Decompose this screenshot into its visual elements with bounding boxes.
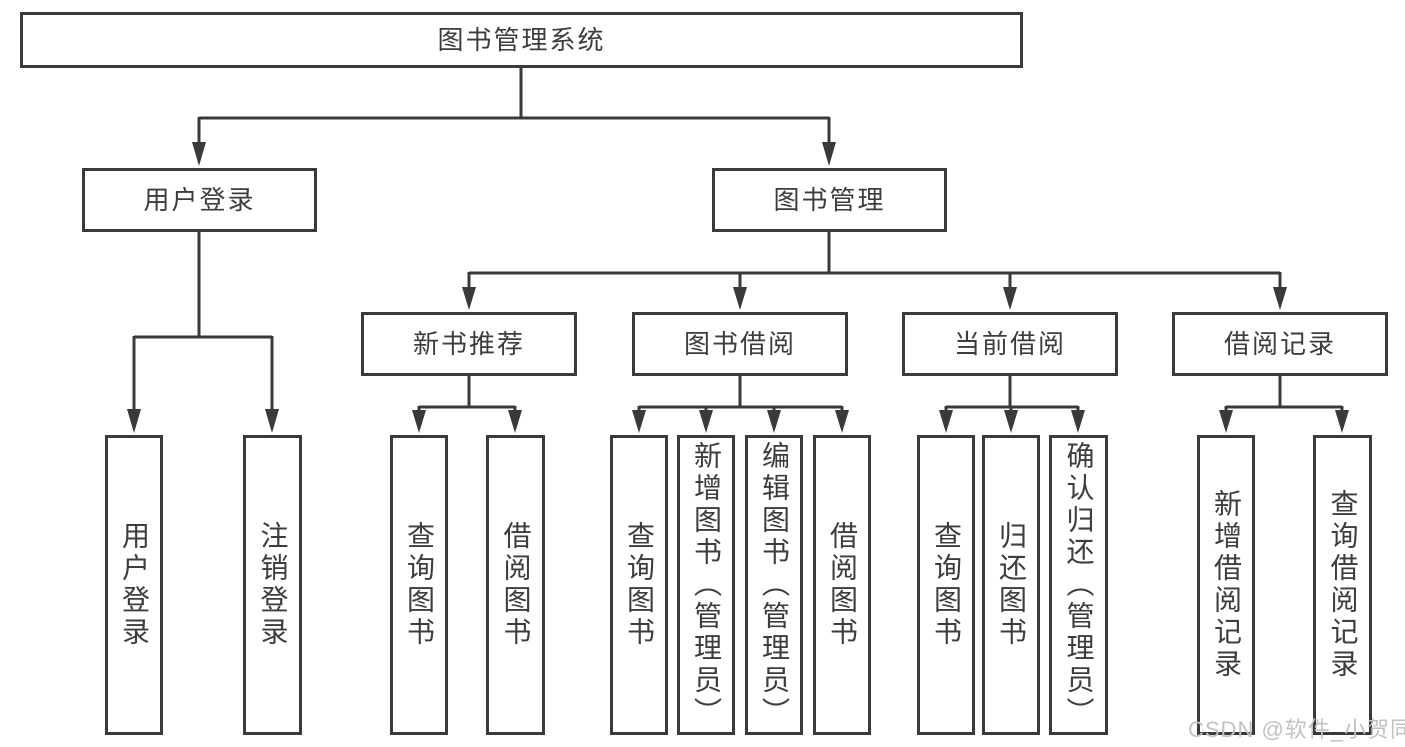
csdn-watermark: CSDN @软件_小贺同学 bbox=[1188, 717, 1405, 742]
node-bb-add-book-admin: 新增图书（管理员） bbox=[677, 435, 735, 735]
node-current-borrowing: 当前借阅 bbox=[902, 312, 1118, 376]
arrowheads bbox=[127, 142, 1349, 433]
node-bb-query-book: 查询图书 bbox=[610, 435, 668, 735]
node-cb-query-book: 查询图书 bbox=[917, 435, 975, 735]
node-rec-borrow-book: 借阅图书 bbox=[486, 435, 545, 735]
node-bb-edit-book-admin-label: 编辑图书（管理员） bbox=[759, 441, 790, 729]
node-br-query-record-label: 查询借阅记录 bbox=[1327, 489, 1359, 681]
node-logout-leaf-label: 注销登录 bbox=[257, 521, 289, 649]
node-borrowing-records: 借阅记录 bbox=[1172, 312, 1388, 376]
node-cb-return-book: 归还图书 bbox=[982, 435, 1040, 735]
node-cb-query-book-label: 查询图书 bbox=[931, 521, 962, 649]
node-rec-query-book: 查询图书 bbox=[390, 435, 448, 735]
node-logout-leaf: 注销登录 bbox=[243, 435, 302, 735]
node-current-borrowing-label: 当前借阅 bbox=[953, 329, 1066, 359]
node-br-query-record: 查询借阅记录 bbox=[1313, 435, 1372, 735]
node-bb-borrow-book-label: 借阅图书 bbox=[827, 521, 858, 649]
node-book-management-label: 图书管理 bbox=[773, 185, 886, 215]
node-br-add-record-label: 新增借阅记录 bbox=[1211, 489, 1242, 681]
node-book-management: 图书管理 bbox=[712, 168, 947, 232]
node-cb-return-book-label: 归还图书 bbox=[996, 521, 1027, 649]
node-rec-borrow-book-label: 借阅图书 bbox=[500, 521, 532, 649]
node-bb-borrow-book: 借阅图书 bbox=[813, 435, 871, 735]
node-bb-query-book-label: 查询图书 bbox=[624, 521, 655, 649]
node-user-login-leaf: 用户登录 bbox=[105, 435, 163, 735]
node-library-system-label: 图书管理系统 bbox=[437, 25, 606, 55]
node-br-add-record: 新增借阅记录 bbox=[1197, 435, 1255, 735]
node-user-login-leaf-label: 用户登录 bbox=[119, 521, 150, 649]
node-borrowing-records-label: 借阅记录 bbox=[1223, 329, 1336, 359]
node-cb-confirm-return-admin: 确认归还（管理员） bbox=[1049, 435, 1108, 735]
node-rec-query-book-label: 查询图书 bbox=[404, 521, 435, 649]
node-user-login-branch: 用户登录 bbox=[82, 168, 317, 232]
node-bb-edit-book-admin: 编辑图书（管理员） bbox=[745, 435, 803, 735]
node-cb-confirm-return-admin-label: 确认归还（管理员） bbox=[1063, 441, 1095, 729]
node-book-borrowing-label: 图书借阅 bbox=[683, 329, 796, 359]
node-bb-add-book-admin-label: 新增图书（管理员） bbox=[691, 441, 722, 729]
node-new-book-recommend-label: 新书推荐 bbox=[412, 329, 525, 359]
node-new-book-recommend: 新书推荐 bbox=[361, 312, 577, 376]
node-library-system: 图书管理系统 bbox=[20, 12, 1023, 68]
node-book-borrowing: 图书借阅 bbox=[632, 312, 848, 376]
node-user-login-branch-label: 用户登录 bbox=[143, 185, 256, 215]
